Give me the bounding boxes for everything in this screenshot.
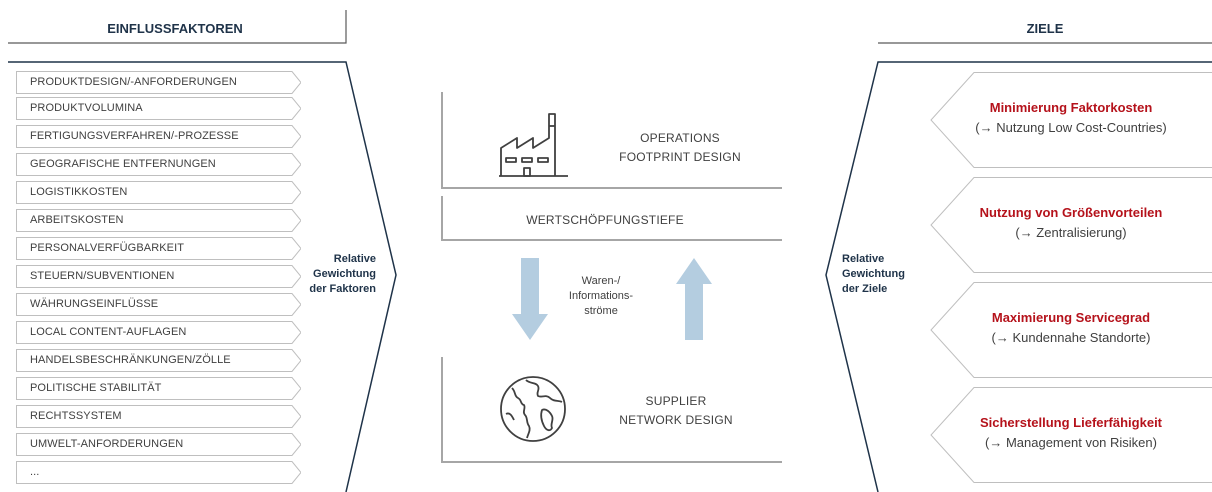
factor-label: POLITISCHE STABILITÄT bbox=[30, 382, 162, 394]
goal-box: Minimierung Faktorkosten (→ Nutzung Low … bbox=[930, 72, 1212, 168]
flow-label: Waren-/ Informations- ströme bbox=[556, 274, 646, 319]
factor-item: POLITISCHE STABILITÄT bbox=[16, 377, 301, 400]
weighting-line: der Faktoren bbox=[309, 283, 376, 295]
left-weighting-label: Relative Gewichtung der Faktoren bbox=[296, 252, 376, 297]
supplier-line: NETWORK DESIGN bbox=[619, 413, 733, 427]
heading-ziele: ZIELE bbox=[1026, 21, 1064, 36]
goal-box: Nutzung von Größenvorteilen (→ Zentralis… bbox=[930, 177, 1212, 273]
flow-line: ströme bbox=[584, 305, 618, 317]
weighting-line: Relative bbox=[842, 253, 885, 265]
weighting-line: der Ziele bbox=[842, 283, 888, 295]
factor-label: HANDELSBESCHRÄNKUNGEN/ZÖLLE bbox=[30, 354, 231, 366]
factor-label: ... bbox=[30, 466, 40, 478]
operations-line: OPERATIONS bbox=[640, 131, 720, 145]
flow-line: Waren-/ bbox=[581, 275, 621, 287]
arrow-up-icon bbox=[676, 258, 712, 340]
goal-subtitle: (→ Zentralisierung) bbox=[1015, 225, 1127, 240]
goal-box: Sicherstellung Lieferfähigkeit (→ Manage… bbox=[930, 387, 1212, 483]
factor-label: STEUERN/SUBVENTIONEN bbox=[30, 270, 175, 282]
factor-item: FERTIGUNGSVERFAHREN/-PROZESSE bbox=[16, 125, 301, 148]
factor-item: RECHTSSYSTEM bbox=[16, 405, 301, 428]
goal-title: Minimierung Faktorkosten bbox=[989, 100, 1153, 115]
factor-label: FERTIGUNGSVERFAHREN/-PROZESSE bbox=[30, 130, 239, 142]
factor-item: WÄHRUNGSEINFLÜSSE bbox=[16, 293, 301, 316]
operations-footprint-label: OPERATIONS FOOTPRINT DESIGN bbox=[600, 129, 760, 167]
factor-label: PERSONALVERFÜGBARKEIT bbox=[30, 242, 185, 254]
factor-item: PRODUKTDESIGN/-ANFORDERUNGEN bbox=[16, 71, 301, 94]
factor-item: ARBEITSKOSTEN bbox=[16, 209, 301, 232]
factor-item: PERSONALVERFÜGBARKEIT bbox=[16, 237, 301, 260]
factor-item: ... bbox=[16, 461, 301, 484]
wertschoepfungstiefe-label: WERTSCHÖPFUNGSTIEFE bbox=[526, 213, 684, 227]
goal-title: Nutzung von Größenvorteilen bbox=[979, 205, 1163, 220]
factor-label: LOGISTIKKOSTEN bbox=[30, 186, 128, 198]
globe-icon bbox=[500, 376, 566, 442]
arrow-down-icon bbox=[512, 258, 548, 340]
factor-label: ARBEITSKOSTEN bbox=[30, 214, 124, 226]
weighting-line: Gewichtung bbox=[842, 268, 905, 280]
goal-box: Maximierung Servicegrad (→ Kundennahe St… bbox=[930, 282, 1212, 378]
heading-einflussfaktoren: EINFLUSSFAKTOREN bbox=[107, 21, 243, 36]
goal-subtitle: (→ Kundennahe Standorte) bbox=[991, 330, 1151, 345]
factor-item: UMWELT-ANFORDERUNGEN bbox=[16, 433, 301, 456]
factor-label: RECHTSSYSTEM bbox=[30, 410, 122, 422]
goal-subtitle: (→ Nutzung Low Cost-Countries) bbox=[975, 120, 1167, 135]
factor-item: HANDELSBESCHRÄNKUNGEN/ZÖLLE bbox=[16, 349, 301, 372]
factor-label: WÄHRUNGSEINFLÜSSE bbox=[30, 298, 159, 310]
factor-item: GEOGRAFISCHE ENTFERNUNGEN bbox=[16, 153, 301, 176]
goal-title: Maximierung Servicegrad bbox=[991, 310, 1151, 325]
operations-line: FOOTPRINT DESIGN bbox=[619, 150, 741, 164]
factory-icon bbox=[499, 113, 568, 177]
factor-item: LOCAL CONTENT-AUFLAGEN bbox=[16, 321, 301, 344]
supplier-network-label: SUPPLIER NETWORK DESIGN bbox=[596, 392, 756, 430]
factor-item: STEUERN/SUBVENTIONEN bbox=[16, 265, 301, 288]
goal-subtitle: (→ Management von Risiken) bbox=[985, 435, 1157, 450]
factor-label: LOCAL CONTENT-AUFLAGEN bbox=[30, 326, 187, 338]
factor-item: PRODUKTVOLUMINA bbox=[16, 97, 301, 120]
goal-title: Sicherstellung Lieferfähigkeit bbox=[979, 415, 1163, 430]
factor-label: GEOGRAFISCHE ENTFERNUNGEN bbox=[30, 158, 216, 170]
flow-line: Informations- bbox=[568, 290, 634, 302]
supplier-line: SUPPLIER bbox=[645, 394, 707, 408]
factor-item: LOGISTIKKOSTEN bbox=[16, 181, 301, 204]
right-weighting-label: Relative Gewichtung der Ziele bbox=[842, 252, 922, 297]
factor-label: PRODUKTVOLUMINA bbox=[30, 102, 143, 114]
factor-label: PRODUKTDESIGN/-ANFORDERUNGEN bbox=[30, 76, 237, 88]
weighting-line: Gewichtung bbox=[313, 268, 376, 280]
factor-label: UMWELT-ANFORDERUNGEN bbox=[30, 438, 184, 450]
weighting-line: Relative bbox=[333, 253, 376, 265]
